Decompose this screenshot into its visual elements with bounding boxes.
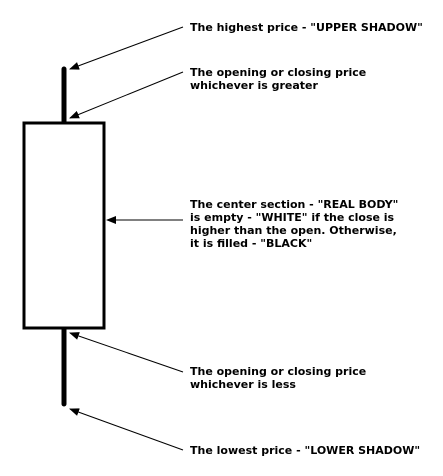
label-lower-shadow: The lowest price - "LOWER SHADOW" [190,444,421,457]
label-open-close-greater: The opening or closing price whichever i… [190,66,367,92]
arrow-lower-shadow [69,408,184,451]
arrow-open-less [69,332,184,373]
label-upper-shadow: The highest price - "UPPER SHADOW" [190,21,423,34]
real-body-rect [22,121,106,330]
label-real-body: The center section - "REAL BODY" is empt… [190,198,399,250]
arrow-upper-shadow [69,26,184,70]
arrow-open-greater [69,71,184,119]
label-open-close-less: The opening or closing price whichever i… [190,365,367,391]
